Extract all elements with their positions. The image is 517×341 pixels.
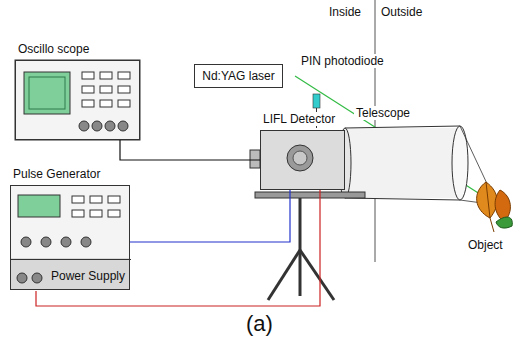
tripod-drawing: [255, 192, 365, 300]
figure-label: (a): [244, 311, 275, 337]
signal-wire: [36, 190, 320, 306]
device-label: LIFL Detector: [261, 112, 337, 126]
box-text: Power Supply: [51, 269, 125, 283]
region-label: Inside: [327, 5, 363, 19]
signal-wire: [120, 140, 260, 160]
oscilloscope-drawing: [15, 60, 140, 140]
box-text: Nd:YAG laser: [195, 69, 282, 83]
region-label: Outside: [379, 5, 424, 19]
signal-wire: [130, 190, 290, 242]
part-label: PIN photodiode: [299, 54, 386, 68]
part-label: Telescope: [354, 106, 412, 120]
leaves-drawing: [477, 182, 513, 232]
oscilloscope-box: Oscillo scope: [15, 60, 140, 140]
device-label: Pulse Generator: [11, 167, 102, 181]
pulse-generator-box: Pulse GeneratorPower Supply: [10, 185, 130, 290]
laser-box: Nd:YAG laser: [194, 64, 283, 88]
part-label: Object: [466, 238, 505, 252]
pulse-generator-drawing: [10, 185, 130, 290]
power-supply-band: Power Supply: [11, 259, 131, 291]
detector-drawing: [250, 130, 345, 190]
detector-box: LIFL Detector: [260, 130, 345, 190]
device-label: Oscillo scope: [16, 42, 91, 56]
